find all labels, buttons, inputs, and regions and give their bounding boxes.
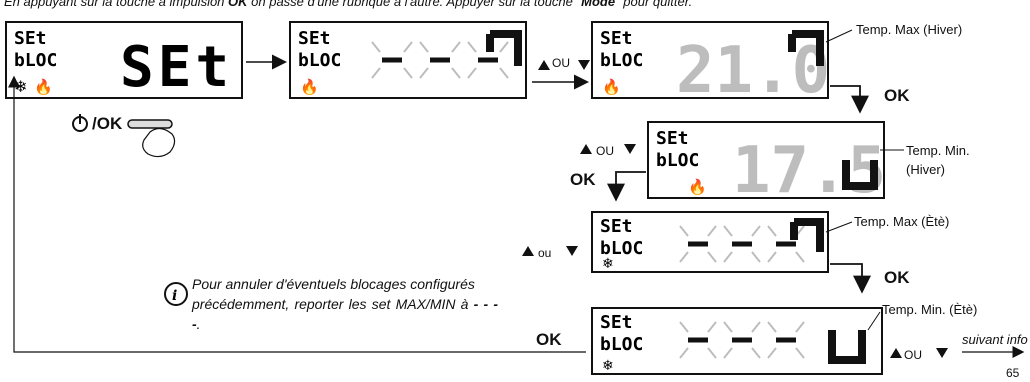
info-text: Pour annuler d'éventuels blocages config… bbox=[192, 274, 498, 334]
snowflake-icon: ❄ bbox=[602, 357, 614, 373]
ou-label-1: OU bbox=[552, 56, 570, 70]
svg-text:bLOC: bLOC bbox=[656, 150, 699, 171]
svg-text:SEt: SEt bbox=[600, 312, 633, 333]
ok-label-1: OK bbox=[884, 86, 910, 106]
info-icon: i bbox=[165, 283, 187, 305]
flow-arrow-5 bbox=[830, 264, 862, 290]
lcd-display-min-hiver: SEt bLOC 17.5 🔥 bbox=[648, 122, 886, 208]
lcd-display-set: SEt bLOC SEt ❄ 🔥 bbox=[6, 22, 242, 100]
lcd-value-min-hiver: 17.5 bbox=[732, 134, 886, 208]
flow-arrow-4 bbox=[616, 172, 646, 198]
label-max-hiver: Temp. Max (Hiver) bbox=[856, 22, 962, 37]
flame-icon: 🔥 bbox=[688, 178, 707, 196]
flame-icon: 🔥 bbox=[34, 78, 53, 96]
label-min-ete: Temp. Min. (Ètè) bbox=[882, 302, 977, 317]
svg-text:SEt: SEt bbox=[298, 28, 331, 49]
next-info-link[interactable]: suivant info bbox=[962, 332, 1028, 347]
label-min-hiver-1: Temp. Min. bbox=[906, 143, 970, 158]
svg-text:SEt: SEt bbox=[600, 216, 633, 237]
ok-label-2: OK bbox=[570, 170, 596, 190]
lcd-big-set: SEt bbox=[120, 35, 233, 100]
power-ok-button[interactable] bbox=[73, 114, 175, 157]
lcd-display-max-ete: SEt bLOC ❄ bbox=[592, 212, 828, 272]
snowflake-icon: ❄ bbox=[602, 255, 614, 271]
lcd-line-set: SEt bbox=[14, 28, 47, 49]
ou-label-2: OU bbox=[596, 144, 614, 158]
svg-text:i: i bbox=[172, 288, 177, 304]
svg-text:bLOC: bLOC bbox=[600, 50, 643, 71]
info-line-2: précédemment, reporter les set MAX/MIN à… bbox=[192, 294, 498, 334]
label-min-hiver-2: (Hiver) bbox=[906, 162, 945, 177]
flame-icon: 🔥 bbox=[300, 78, 319, 96]
page-number: 65 bbox=[1006, 366, 1019, 380]
flame-icon: 🔥 bbox=[602, 78, 621, 96]
power-ok-label: /OK bbox=[92, 114, 122, 134]
ok-label-3: OK bbox=[884, 268, 910, 288]
lcd-display-dashes: SEt bLOC 🔥 bbox=[290, 22, 526, 98]
svg-text:SEt: SEt bbox=[656, 128, 689, 149]
lcd-display-max-hiver: SEt bLOC 21.0 🔥 bbox=[592, 22, 830, 108]
ou-label-4: OU bbox=[904, 348, 922, 362]
ok-label-4: OK bbox=[536, 330, 562, 350]
lcd-value-max-hiver: 21.0 bbox=[676, 34, 830, 108]
ou-label-3: ou bbox=[538, 246, 551, 260]
svg-text:SEt: SEt bbox=[600, 28, 633, 49]
flow-arrow-3 bbox=[830, 86, 860, 110]
hand-pointer-icon bbox=[143, 128, 175, 156]
snowflake-icon: ❄ bbox=[14, 79, 27, 96]
info-line-1: Pour annuler d'éventuels blocages config… bbox=[192, 274, 498, 294]
svg-text:bLOC: bLOC bbox=[298, 50, 341, 71]
lcd-display-min-ete: SEt bLOC ❄ bbox=[592, 308, 882, 374]
svg-text:bLOC: bLOC bbox=[600, 334, 643, 355]
lcd-line-bloc: bLOC bbox=[14, 50, 57, 71]
label-max-ete: Temp. Max (Ètè) bbox=[854, 214, 949, 229]
